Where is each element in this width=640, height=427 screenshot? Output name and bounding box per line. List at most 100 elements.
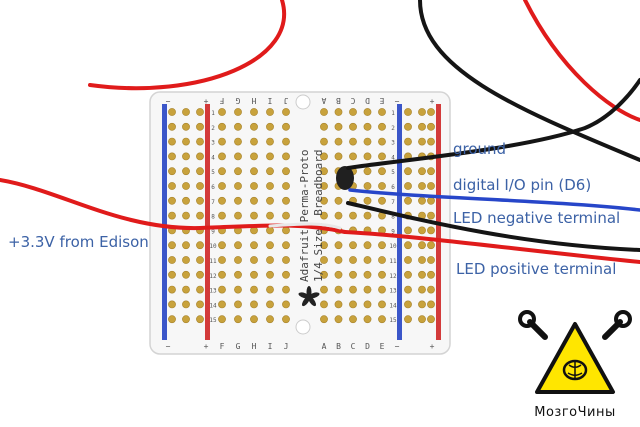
solder-pad	[404, 226, 412, 235]
solder-pad	[266, 300, 274, 309]
right-rail-blue	[397, 104, 402, 340]
solder-pad	[404, 270, 412, 279]
solder-pad	[266, 315, 274, 324]
solder-pad	[334, 285, 343, 294]
row-number-label: 5	[391, 169, 395, 176]
solder-pad	[404, 122, 412, 131]
solder-pad	[168, 211, 176, 220]
solder-pad	[404, 196, 412, 205]
solder-pad	[234, 270, 242, 279]
column-label: B	[336, 342, 341, 351]
rail-sign-label: −	[166, 342, 171, 351]
label-led-negative: LED negative terminal	[453, 209, 621, 227]
solder-pad	[234, 315, 242, 324]
solder-pad	[363, 182, 372, 190]
solder-pad	[334, 196, 343, 205]
solder-pad	[363, 211, 372, 220]
solder-pad	[363, 196, 372, 205]
solder-pad	[427, 211, 435, 220]
solder-pad	[282, 211, 290, 220]
solder-pad	[334, 137, 343, 146]
column-label: C	[350, 96, 355, 105]
solder-pad	[196, 137, 204, 146]
solder-pad	[196, 152, 204, 161]
solder-pad	[234, 137, 242, 146]
solder-pad	[404, 285, 412, 294]
solder-pad	[363, 122, 372, 131]
row-number-label: 11	[389, 258, 397, 265]
row-number-label: 1	[391, 110, 395, 117]
solder-pad	[250, 211, 258, 220]
solder-pad	[378, 300, 386, 309]
solder-pad	[282, 285, 290, 294]
solder-pad	[250, 182, 258, 190]
row-number-label: 13	[209, 288, 217, 295]
solder-pad	[196, 256, 204, 264]
solder-pad	[363, 256, 372, 264]
board-subtitle: 1/4 Sized Breadboard	[312, 150, 325, 282]
solder-pad	[418, 315, 426, 324]
row-number-label: 10	[389, 243, 397, 250]
solder-pad	[196, 122, 204, 131]
solder-pad	[218, 137, 226, 146]
solder-pad	[282, 122, 290, 131]
mount-hole-top	[295, 94, 311, 110]
solder-pad	[320, 167, 328, 176]
row-number-label: 1	[211, 110, 215, 117]
solder-pad	[218, 315, 226, 324]
solder-pad	[266, 137, 274, 146]
solder-pad	[320, 182, 328, 190]
solder-pad	[182, 241, 190, 250]
solder-pad	[418, 122, 426, 131]
row-number-label: 4	[211, 154, 215, 161]
black-wire-ground	[346, 78, 640, 170]
solder-pad	[320, 108, 328, 116]
solder-pad	[427, 137, 435, 146]
solder-pad	[182, 122, 190, 131]
solder-pad	[320, 256, 328, 264]
blue-wire-digital	[348, 188, 640, 212]
row-number-label: 13	[389, 288, 397, 295]
solder-pad	[266, 241, 274, 250]
solder-pad	[427, 270, 435, 279]
left-rail-blue	[162, 104, 167, 340]
solder-pad	[168, 241, 176, 250]
solder-pad	[363, 167, 372, 176]
solder-pad	[427, 182, 435, 190]
solder-pad	[234, 300, 242, 309]
solder-pad	[418, 137, 426, 146]
solder-pad	[250, 270, 258, 279]
solder-pad	[218, 108, 226, 116]
solder-pad	[320, 241, 328, 250]
solder-pad	[282, 256, 290, 264]
solder-pad	[418, 300, 426, 309]
red-wire-top-right	[523, 0, 640, 122]
solder-pad	[427, 315, 435, 324]
solder-pad	[363, 137, 372, 146]
solder-pad	[218, 285, 226, 294]
led-component	[336, 166, 354, 190]
solder-pad	[182, 285, 190, 294]
solder-pad	[182, 182, 190, 190]
solder-pad	[182, 300, 190, 309]
solder-pad	[404, 300, 412, 309]
row-number-label: 14	[389, 302, 397, 309]
solder-pad	[427, 241, 435, 250]
solder-pad	[363, 270, 372, 279]
solder-pad	[378, 270, 386, 279]
red-wire-led-positive	[343, 230, 640, 264]
solder-pad	[196, 285, 204, 294]
solder-pad	[282, 108, 290, 116]
solder-pad	[196, 300, 204, 309]
row-number-label: 12	[389, 273, 397, 280]
solder-pad	[218, 211, 226, 220]
column-label: G	[236, 342, 241, 351]
row-number-label: 8	[391, 214, 395, 221]
label-digital-pin: digital I/O pin (D6)	[453, 176, 592, 194]
solder-pad	[334, 122, 343, 131]
solder-pad	[182, 108, 190, 116]
watermark-text: МозгоЧины	[534, 405, 616, 420]
solder-pad	[349, 211, 357, 220]
solder-pad	[378, 122, 386, 131]
